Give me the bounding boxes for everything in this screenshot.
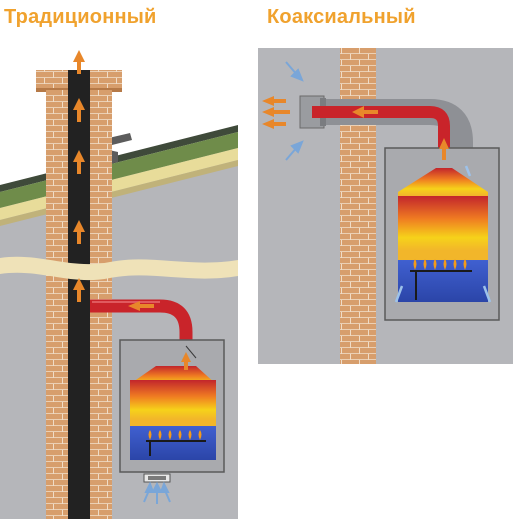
air-intake-arrow-icon [290,140,304,154]
flame-icon [148,430,152,440]
flame-icon [198,430,202,440]
brick-wall [340,48,376,364]
arrow-up-icon [73,50,85,74]
break-band [0,256,238,281]
air-intake-arrow-icon [151,481,163,493]
flame-icon [168,430,172,440]
flame-row-traditional [148,430,202,440]
traditional-flue-arrows [73,50,191,370]
heat-exchanger-coaxial [398,196,488,260]
flame-icon [188,430,192,440]
arrow-up-icon [73,150,85,174]
flue-connector-pipe [90,299,193,368]
flame-icon [433,259,437,270]
traditional-air-arrows [143,481,171,504]
flame-row-coaxial [413,259,467,270]
arrow-up-icon [73,220,85,244]
traditional-panel [0,70,238,519]
flame-icon [413,259,417,270]
arrow-left-icon [262,107,290,117]
coaxial-hood [398,168,488,200]
coaxial-inner-pipe [312,106,450,170]
coaxial-panel [258,48,513,364]
title-traditional: Традиционный [4,6,157,28]
air-intake-arrow-icon [144,481,155,493]
draft-hood-vent [185,345,197,359]
arrow-left-icon [352,106,378,118]
arrow-up-icon [73,278,85,302]
arrow-left-icon [262,119,286,129]
arrow-left-icon [262,96,286,106]
flame-icon [463,259,467,270]
flame-icon [453,259,457,270]
air-intake-grill-inner [148,476,166,480]
air-intake-arrow-icon [159,481,170,493]
flame-icon [158,430,162,440]
flame-icon [423,259,427,270]
heat-exchanger-traditional [130,380,216,426]
burner-zone-traditional [130,426,216,460]
coaxial-air-arrows [285,61,304,161]
arrow-up-icon [439,138,449,160]
coaxial-flue-arrows [262,96,449,160]
burner-zone-coaxial [398,260,488,302]
arrow-up-icon [73,98,85,122]
title-coaxial: Коаксиальный [267,6,416,28]
arrow-up-icon [181,352,191,370]
flame-icon [443,259,447,270]
air-intake-arrow-icon [290,68,304,82]
flame-icon [178,430,182,440]
coaxial-air-flow [394,165,492,303]
arrow-left-icon [128,301,154,311]
